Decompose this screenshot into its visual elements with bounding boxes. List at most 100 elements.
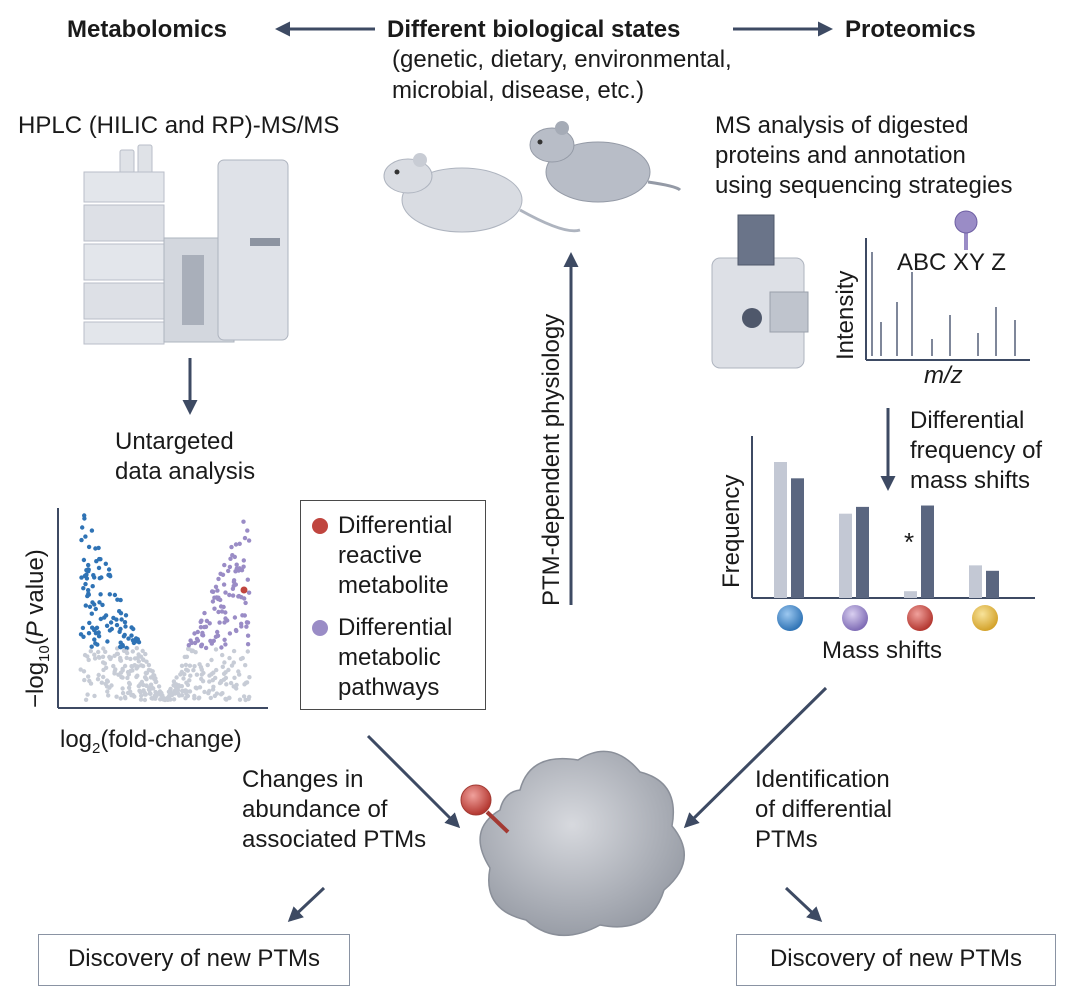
hplc-label: HPLC (HILIC and RP)-MS/MS xyxy=(18,112,340,139)
volcano-point xyxy=(124,655,129,661)
bar-purple-series1 xyxy=(839,513,852,598)
volcano-point xyxy=(212,606,217,611)
ms-analysis-line3: using sequencing strategies xyxy=(715,172,1013,199)
volcano-point xyxy=(232,675,237,680)
volcano-point xyxy=(149,685,155,690)
left-flow-line3: associated PTMs xyxy=(242,826,427,853)
ptm-marker-icon xyxy=(460,784,492,816)
volcano-point xyxy=(126,685,132,690)
volcano-point xyxy=(136,683,141,689)
volcano-point xyxy=(126,672,131,677)
volcano-point xyxy=(227,655,232,661)
volcano-point xyxy=(202,624,207,630)
volcano-point xyxy=(114,694,119,699)
volcano-point xyxy=(112,592,118,598)
volcano-point xyxy=(247,675,252,680)
volcano-point xyxy=(124,645,129,651)
ms-analysis-line2: proteins and annotation xyxy=(715,142,966,169)
arrow-to-right-discovery xyxy=(784,886,823,923)
legend-item1-line3: metabolite xyxy=(338,572,449,599)
ms-instrument-icon xyxy=(711,214,809,369)
arrow-right-to-protein xyxy=(683,686,828,829)
volcano-point xyxy=(103,561,109,566)
volcano-point xyxy=(216,576,221,582)
volcano-point xyxy=(118,597,123,603)
volcano-point xyxy=(233,542,239,547)
volcano-point xyxy=(124,650,130,656)
volcano-point xyxy=(139,663,144,668)
volcano-point xyxy=(223,590,228,595)
volcano-point xyxy=(101,646,106,651)
volcano-point xyxy=(214,667,219,673)
volcano-point xyxy=(139,679,145,685)
volcano-point xyxy=(179,663,185,668)
spectrum-x-axis-label: m/z xyxy=(924,362,963,389)
volcano-point xyxy=(144,683,149,688)
volcano-point xyxy=(224,682,229,687)
volcano-point xyxy=(81,669,87,674)
left-discovery-label: Discovery of new PTMs xyxy=(67,945,321,972)
volcano-legend xyxy=(300,500,486,710)
right-flow-line2: of differential xyxy=(755,796,892,823)
volcano-point xyxy=(217,620,222,625)
volcano-point xyxy=(237,541,242,546)
volcano-point xyxy=(84,568,89,573)
volcano-point xyxy=(171,683,176,688)
volcano-point xyxy=(183,662,189,668)
volcano-point xyxy=(122,620,128,625)
volcano-point xyxy=(226,568,231,574)
volcano-point xyxy=(192,693,197,699)
legend-item2-line1: Differential xyxy=(338,614,453,641)
hplc-instrument-icon xyxy=(83,144,289,345)
volcano-point xyxy=(87,620,92,626)
volcano-point xyxy=(178,672,183,677)
volcano-point xyxy=(200,630,205,636)
volcano-point xyxy=(189,648,194,653)
volcano-point xyxy=(98,616,104,622)
volcano-point xyxy=(126,680,132,686)
volcano-point xyxy=(81,586,86,591)
volcano-point xyxy=(97,655,102,660)
arrow-to-left-discovery xyxy=(287,886,326,923)
volcano-point xyxy=(220,652,225,658)
volcano-point xyxy=(187,663,193,668)
bar-red-series1 xyxy=(904,591,917,598)
volcano-point xyxy=(105,639,110,644)
volcano-point xyxy=(125,675,130,681)
volcano-point xyxy=(103,681,108,687)
spectrum-y-axis-label: Intensity xyxy=(832,270,859,360)
volcano-point xyxy=(234,566,239,571)
volcano-point xyxy=(232,615,238,620)
volcano-point xyxy=(209,657,214,663)
volcano-point xyxy=(123,613,129,618)
volcano-point xyxy=(221,677,227,682)
volcano-point xyxy=(181,676,186,681)
volcano-point xyxy=(137,688,142,693)
volcano-point xyxy=(221,604,226,610)
volcano-point xyxy=(100,602,105,608)
freq-step-line2: frequency of xyxy=(910,437,1043,464)
right-flow-line1: Identification xyxy=(755,766,890,793)
peptide-sequence: ABC XY Z xyxy=(897,249,1006,276)
volcano-point xyxy=(245,642,251,647)
volcano-point xyxy=(222,660,227,665)
volcano-point xyxy=(86,562,91,568)
volcano-point xyxy=(230,593,236,598)
volcano-point xyxy=(177,693,182,698)
volcano-point xyxy=(142,697,148,703)
volcano-point xyxy=(118,644,123,650)
volcano-point xyxy=(130,693,136,698)
volcano-point xyxy=(103,649,108,654)
volcano-point xyxy=(246,590,252,595)
volcano-point xyxy=(185,693,191,699)
volcano-point xyxy=(188,673,193,678)
volcano-point xyxy=(205,662,210,668)
volcano-point xyxy=(202,610,207,616)
significance-star: * xyxy=(904,527,915,557)
volcano-point xyxy=(143,651,148,657)
volcano-point xyxy=(83,603,89,608)
volcano-point xyxy=(128,656,133,662)
volcano-point xyxy=(130,668,135,673)
bar-yellow-series1 xyxy=(969,565,982,598)
